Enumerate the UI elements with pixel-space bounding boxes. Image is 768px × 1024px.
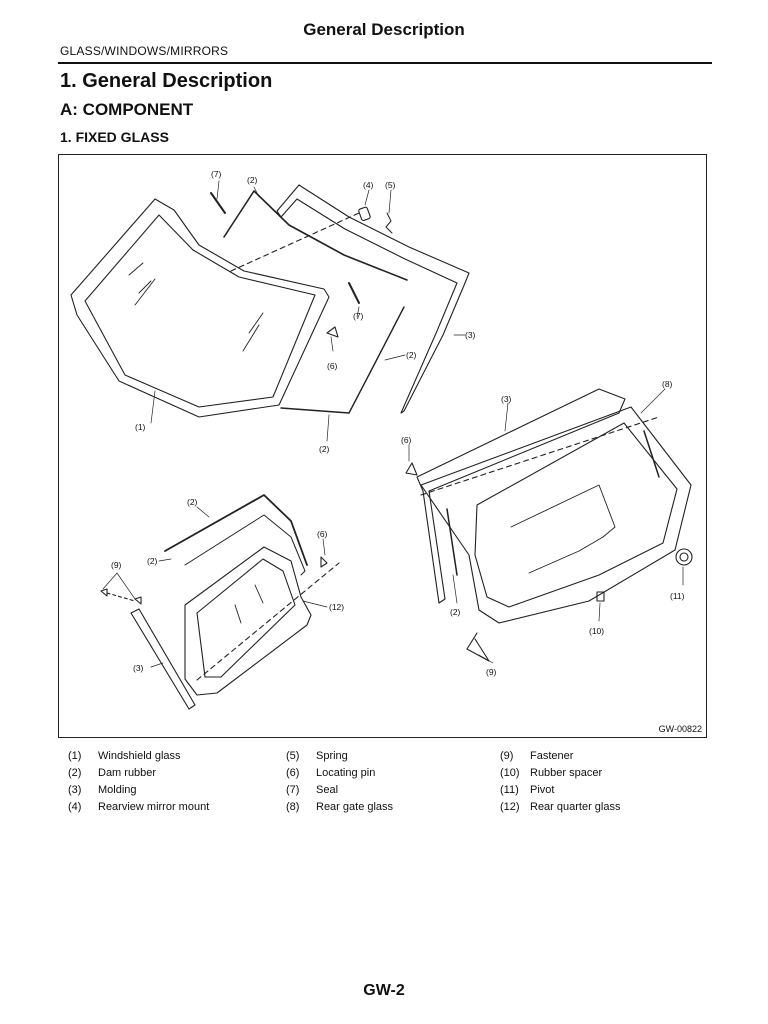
legend-number: (6)	[286, 767, 300, 779]
callout-labels: (7) (2) (4) (5) (7) (6) (2) (3) (1) (2) …	[111, 169, 685, 677]
rearview-mirror-mount-drawing	[358, 206, 371, 221]
locating-pin-drawing	[326, 326, 339, 338]
rear-gate-glass-drawing	[420, 406, 692, 624]
molding-rear-gate-drawing	[416, 388, 626, 604]
molding-windshield-drawing	[276, 184, 470, 414]
callout-2: (2)	[247, 175, 258, 185]
callout-3: (3)	[133, 663, 144, 673]
legend-number: (9)	[500, 750, 514, 762]
callout-7: (7)	[211, 169, 222, 179]
molding-quarter-drawing	[130, 608, 196, 710]
section-label: GLASS/WINDOWS/MIRRORS	[60, 44, 229, 58]
assembly-line	[196, 562, 340, 681]
dam-rubber-windshield-drawing	[223, 190, 408, 414]
callout-8: (8)	[662, 379, 673, 389]
rubber-spacer-drawing	[596, 591, 605, 602]
fastener-quarter-drawing	[100, 588, 142, 605]
legend-number: (5)	[286, 750, 300, 762]
callout-10: (10)	[589, 626, 604, 636]
legend-label: Seal	[316, 784, 339, 796]
legend-label: Rear quarter glass	[530, 801, 621, 813]
callout-2: (2)	[147, 556, 158, 566]
legend-label: Fastener	[530, 750, 574, 762]
rear-quarter-glass-drawing	[184, 546, 312, 696]
heading-component: A: COMPONENT	[60, 100, 194, 119]
legend-label: Spring	[316, 750, 348, 762]
callout-6: (6)	[401, 435, 412, 445]
callout-6: (6)	[317, 529, 328, 539]
legend-number: (1)	[68, 750, 82, 762]
callout-3: (3)	[501, 394, 512, 404]
assembly-line	[230, 212, 360, 272]
legend-label: Rear gate glass	[316, 801, 394, 813]
callout-1: (1)	[135, 422, 146, 432]
legend-number: (4)	[68, 801, 82, 813]
heading-general-description: 1. General Description	[60, 70, 273, 92]
legend-label: Dam rubber	[98, 767, 157, 779]
running-title: General Description	[303, 20, 465, 39]
callout-3: (3)	[465, 330, 476, 340]
pivot-drawing	[675, 548, 693, 566]
exploded-parts-diagram: (7) (2) (4) (5) (7) (6) (2) (3) (1) (2) …	[58, 154, 707, 738]
legend-label: Molding	[98, 784, 137, 796]
callout-2: (2)	[450, 607, 461, 617]
callout-9: (9)	[486, 667, 497, 677]
legend-label: Rubber spacer	[530, 767, 603, 779]
diagram-drawing: (7) (2) (4) (5) (7) (6) (2) (3) (1) (2) …	[70, 169, 693, 710]
legend-label: Pivot	[530, 784, 555, 796]
header-rule	[58, 62, 712, 64]
spring-drawing	[385, 212, 393, 234]
dam-rubber-rear-gate-drawing	[446, 508, 458, 576]
callout-12: (12)	[329, 602, 344, 612]
dam-rubber-quarter-drawing	[164, 494, 308, 576]
callout-2: (2)	[187, 497, 198, 507]
callout-5: (5)	[385, 180, 396, 190]
leader-lines	[102, 180, 684, 668]
legend-number: (12)	[500, 801, 520, 813]
seal-drawing	[210, 192, 360, 304]
callout-2: (2)	[406, 350, 417, 360]
legend-number: (3)	[68, 784, 82, 796]
fastener-rear-drawing	[466, 632, 490, 662]
callout-4: (4)	[363, 180, 374, 190]
legend-label: Windshield glass	[98, 750, 181, 762]
heading-fixed-glass: 1. FIXED GLASS	[60, 129, 169, 145]
callout-11: (11)	[670, 591, 685, 601]
legend-number: (7)	[286, 784, 300, 796]
legend-label: Locating pin	[316, 767, 376, 779]
legend-label: Rearview mirror mount	[98, 801, 210, 813]
windshield-glass-drawing	[70, 198, 330, 418]
callout-2: (2)	[319, 444, 330, 454]
legend-number: (11)	[500, 784, 519, 796]
legend-number: (8)	[286, 801, 300, 813]
callout-6: (6)	[327, 361, 338, 371]
locating-pin-rear-drawing	[405, 462, 418, 476]
legend-number: (2)	[68, 767, 82, 779]
page-number: GW-2	[363, 982, 405, 999]
locating-pin-quarter-drawing	[320, 556, 328, 568]
figure-code: GW-00822	[658, 724, 702, 734]
assembly-line	[420, 416, 660, 496]
callout-7: (7)	[353, 311, 364, 321]
callout-9: (9)	[111, 560, 122, 570]
legend-number: (10)	[500, 767, 520, 779]
